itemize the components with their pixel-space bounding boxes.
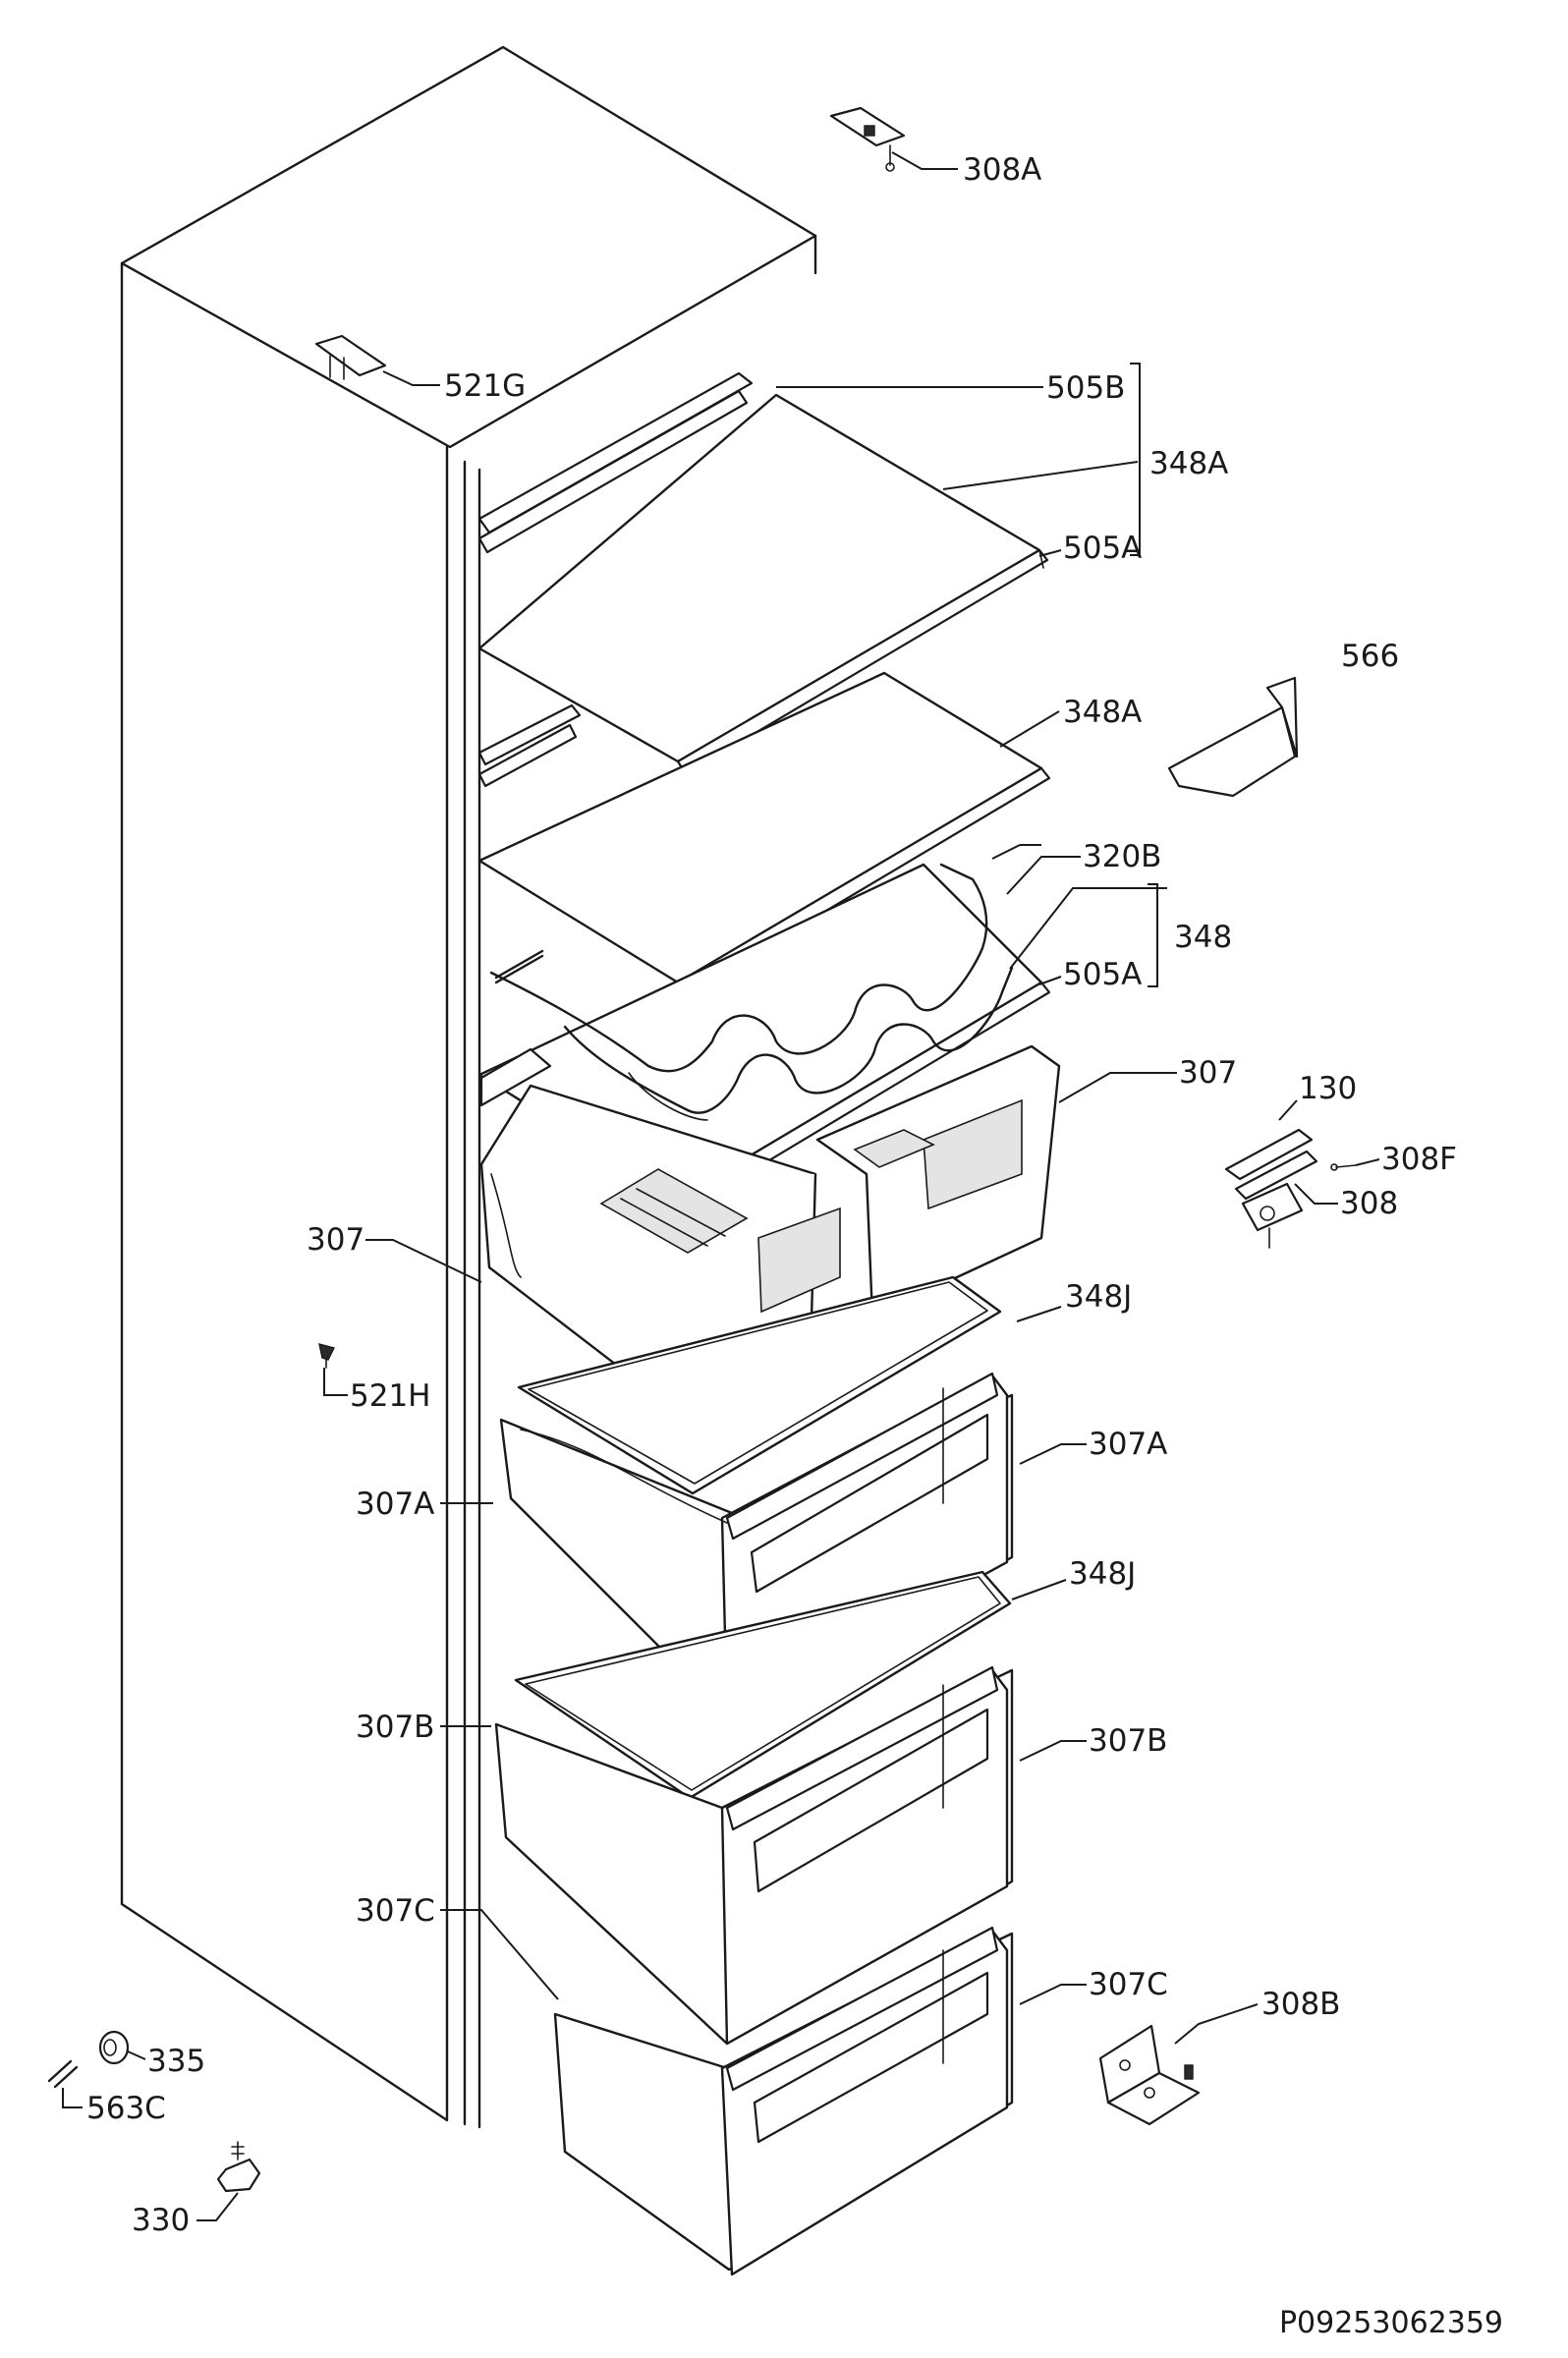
callout-307-left: 307 — [307, 1222, 364, 1258]
callout-308B: 308B — [1261, 1987, 1340, 2022]
callout-521G: 521G — [444, 368, 526, 404]
callout-335: 335 — [147, 2044, 205, 2079]
callout-505A-lower: 505A — [1063, 957, 1142, 992]
callout-130: 130 — [1299, 1071, 1357, 1106]
callout-348J-upper: 348J — [1065, 1279, 1132, 1315]
callout-348A-shelf-assembly: 348A — [1149, 446, 1228, 481]
lamp-screw-521H — [318, 1343, 336, 1369]
foot-parts-335-563C-330 — [47, 2030, 261, 2193]
drawer-307B — [494, 1665, 1014, 2046]
callout-348J-lower: 348J — [1069, 1556, 1136, 1592]
callout-308A: 308A — [963, 152, 1041, 188]
callout-521H: 521H — [350, 1378, 430, 1414]
glass-cover-348J-upper — [517, 1275, 1002, 1495]
callout-308: 308 — [1340, 1186, 1398, 1221]
leader-lines — [62, 151, 1380, 2221]
callout-307A-left: 307A — [356, 1487, 434, 1522]
glass-shelf-348A-top — [477, 371, 1049, 787]
callout-307A-right: 307A — [1089, 1427, 1167, 1462]
refrigerator-cabinet — [120, 45, 817, 2129]
callout-330: 330 — [132, 2203, 190, 2238]
callout-307C-right: 307C — [1089, 1967, 1168, 2002]
lamp-cover-521G — [314, 334, 387, 380]
drawer-307C — [553, 1926, 1014, 2276]
callout-307B-left: 307B — [356, 1710, 434, 1745]
callout-563C: 563C — [86, 2091, 166, 2126]
callout-307C-left: 307C — [356, 1893, 435, 1929]
document-number: P09253062359 — [1279, 2306, 1503, 2340]
callout-307-right: 307 — [1179, 1055, 1237, 1091]
shelf-support-566 — [1167, 676, 1299, 798]
callout-505A-top: 505A — [1063, 531, 1142, 566]
glass-cover-348J-lower — [514, 1570, 1012, 1800]
callout-348A-middle: 348A — [1063, 695, 1142, 730]
callout-505B: 505B — [1046, 370, 1125, 406]
callout-307B-right: 307B — [1089, 1723, 1167, 1759]
callout-308F: 308F — [1381, 1142, 1457, 1177]
callout-566: 566 — [1341, 639, 1399, 674]
upper-door-hinge-130-308 — [1224, 1128, 1357, 1249]
drawer-307A — [499, 1372, 1014, 1716]
callout-labels: 308A 521G 505B 348A 505A 566 348A 320B 3… — [86, 152, 1457, 2238]
top-hinge-308A — [829, 106, 906, 172]
lower-door-hinge-308B — [1098, 2024, 1201, 2126]
callout-320B: 320B — [1083, 839, 1161, 874]
callout-348: 348 — [1174, 920, 1232, 955]
